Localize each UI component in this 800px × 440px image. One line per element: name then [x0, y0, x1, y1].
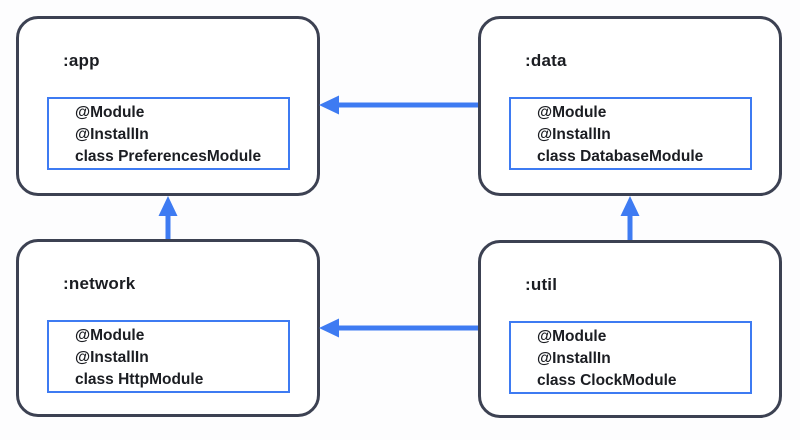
code-line: @Module: [537, 104, 607, 121]
module-box-app: :app @Module @InstallIn class Preference…: [16, 16, 320, 196]
code-line: class PreferencesModule: [75, 148, 262, 165]
code-line: class ClockModule: [537, 372, 677, 389]
code-box-data: @Module @InstallIn class DatabaseModule: [509, 97, 752, 170]
module-box-network: :network @Module @InstallIn class HttpMo…: [16, 239, 320, 417]
code-line: @InstallIn: [75, 349, 149, 366]
code-line: @InstallIn: [537, 126, 611, 143]
module-box-data: :data @Module @InstallIn class DatabaseM…: [478, 16, 782, 196]
code-box-util: @Module @InstallIn class ClockModule: [509, 321, 752, 394]
arrow-util-to-data: [620, 196, 640, 240]
code-line: @Module: [75, 104, 145, 121]
arrow-util-to-network: [319, 318, 478, 338]
arrow-data-to-app: [319, 95, 478, 115]
module-title-app: :app: [63, 51, 100, 70]
code-line: @InstallIn: [75, 126, 149, 143]
module-title-util: :util: [525, 275, 558, 294]
module-title-network: :network: [63, 274, 136, 293]
code-line: @Module: [537, 328, 607, 345]
code-box-app: @Module @InstallIn class PreferencesModu…: [47, 97, 290, 170]
module-title-data: :data: [525, 51, 567, 70]
code-line: class HttpModule: [75, 371, 204, 388]
code-line: class DatabaseModule: [537, 148, 704, 165]
code-box-network: @Module @InstallIn class HttpModule: [47, 320, 290, 393]
module-box-util: :util @Module @InstallIn class ClockModu…: [478, 240, 782, 418]
code-line: @Module: [75, 327, 145, 344]
code-line: @InstallIn: [537, 350, 611, 367]
arrow-network-to-app: [158, 196, 178, 239]
